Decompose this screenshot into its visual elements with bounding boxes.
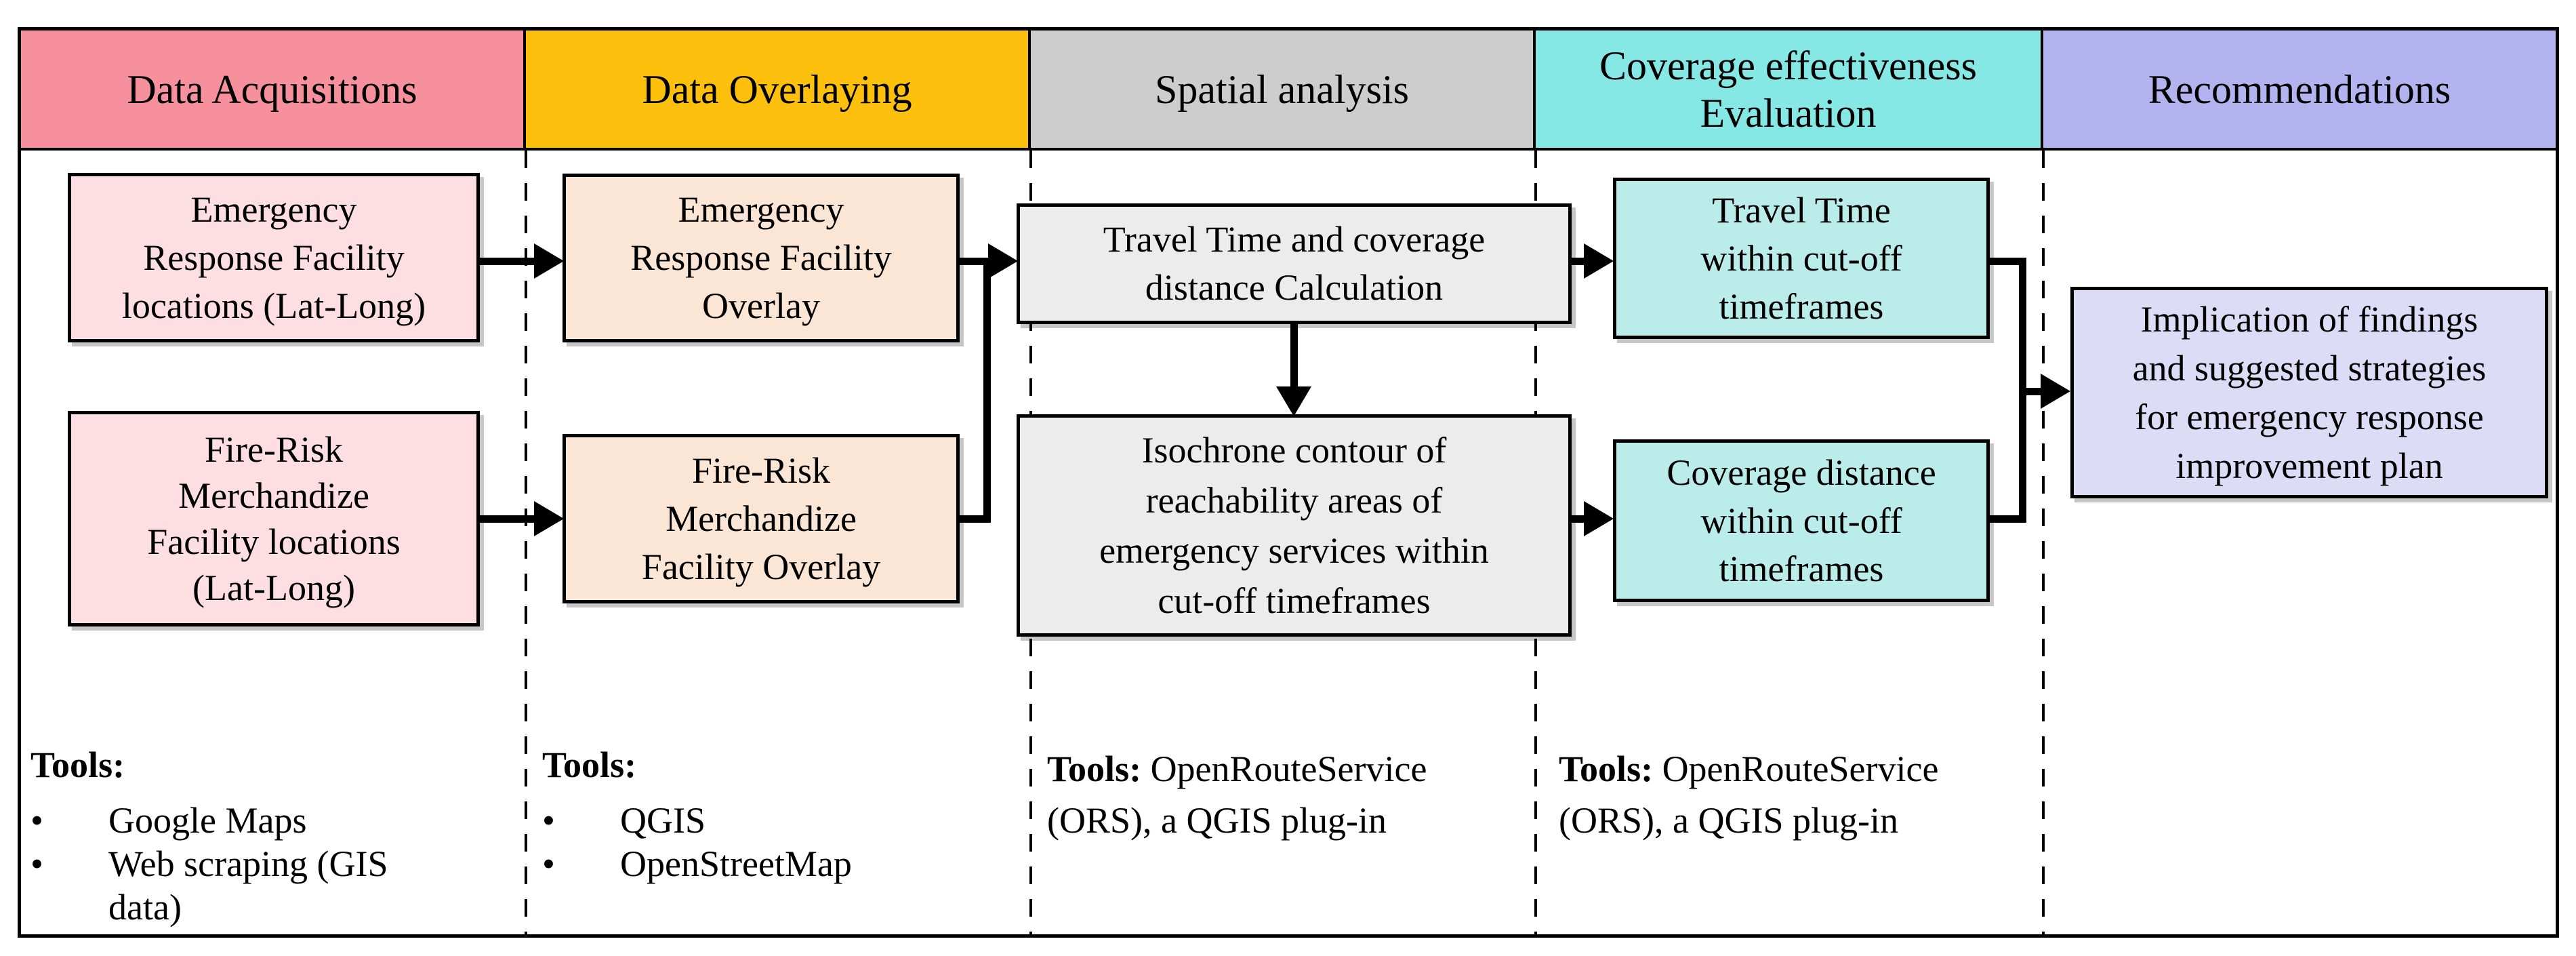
list-item: • OpenStreetMap	[542, 842, 989, 885]
box-text-line: Coverage distance	[1667, 452, 1936, 493]
connector-overlay-top-out	[960, 258, 991, 265]
header-label: Data Overlaying	[642, 66, 912, 112]
tools-label: Tools:	[1559, 749, 1654, 789]
bullet-icon: •	[542, 843, 555, 884]
header-coverage-effectiveness-evaluation: Coverage effectiveness Evaluation	[1536, 31, 2043, 148]
box-coverage-distance-within-cutoff: Coverage distance within cut-off timefra…	[1613, 439, 1990, 602]
tools-label: Tools:	[1047, 749, 1142, 789]
box-text-line: distance Calculation	[1145, 267, 1444, 308]
box-fire-risk-merchandize-facility-overlay: Fire-Risk Merchandize Facility Overlay	[563, 434, 960, 603]
header-row: Data Acquisitions Data Overlaying Spatia…	[21, 31, 2556, 151]
box-text-line: Merchandize	[178, 475, 369, 516]
bullet-icon: •	[30, 800, 43, 841]
tools-label: Tools:	[542, 744, 637, 785]
arrowhead-down-icon	[1276, 386, 1311, 416]
header-recommendations: Recommendations	[2043, 31, 2556, 148]
box-emergency-response-facility-locations: Emergency Response Facility locations (L…	[68, 173, 480, 342]
header-label: Coverage effectiveness	[1599, 43, 1977, 88]
tools-data-overlaying: Tools: • QGIS • OpenStreetMap	[542, 740, 989, 885]
tool-item: QGIS	[620, 800, 706, 841]
box-text-line: improvement plan	[2175, 445, 2443, 486]
box-text-line: within cut-off	[1700, 500, 1902, 541]
tools-text: OpenRouteService (ORS), a QGIS plug-in	[1559, 749, 1939, 841]
box-fire-risk-merchandize-facility-locations: Fire-Risk Merchandize Facility locations…	[68, 411, 480, 626]
header-label: Evaluation	[1700, 90, 1877, 136]
header-data-acquisitions: Data Acquisitions	[21, 31, 526, 148]
box-isochrone-contour-reachability: Isochrone contour of reachability areas …	[1017, 414, 1572, 637]
arrowhead-right-icon	[1584, 243, 1614, 279]
tools-data-acquisitions: Tools: • Google Maps • Web scraping (GIS…	[30, 740, 491, 929]
header-label: Data Acquisitions	[127, 66, 417, 112]
box-emergency-response-facility-overlay: Emergency Response Facility Overlay	[563, 174, 960, 342]
box-text-line: locations (Lat-Long)	[121, 285, 426, 326]
box-text-line: Fire-Risk	[691, 450, 830, 491]
box-text-line: cut-off timeframes	[1158, 580, 1431, 621]
box-text-line: Emergency	[190, 188, 357, 230]
box-text-line: and suggested strategies	[2132, 348, 2487, 389]
tools-text: OpenRouteService (ORS), a QGIS plug-in	[1047, 749, 1427, 841]
box-travel-time-within-cutoff: Travel Time within cut-off timeframes	[1613, 178, 1990, 339]
box-text-line: timeframes	[1719, 548, 1884, 589]
box-text-line: Travel Time	[1712, 189, 1891, 231]
box-text-line: (Lat-Long)	[192, 567, 355, 608]
box-text-line: Facility Overlay	[641, 546, 881, 587]
box-implication-of-findings: Implication of findings and suggested st…	[2070, 287, 2548, 498]
header-label: Recommendations	[2148, 66, 2451, 112]
header-label: Spatial analysis	[1155, 66, 1409, 112]
tool-item: Web scraping (GIS data)	[108, 843, 388, 928]
arrowhead-right-icon	[534, 243, 564, 279]
tool-item: OpenStreetMap	[620, 843, 852, 884]
tools-label: Tools:	[30, 744, 125, 785]
arrowhead-right-icon	[1584, 501, 1614, 536]
box-text-line: timeframes	[1719, 285, 1884, 327]
box-text-line: Emergency	[678, 189, 844, 230]
box-text-line: for emergency response	[2135, 397, 2484, 437]
connector-traveltime-out	[1990, 258, 2026, 265]
box-text-line: Response Facility	[143, 237, 405, 278]
connector-overlay-bottom-out	[960, 515, 991, 523]
list-item: • QGIS	[542, 799, 989, 842]
arrowhead-right-icon	[2041, 374, 2070, 409]
box-text-line: reachability areas of	[1145, 480, 1443, 521]
arrow-locations-to-overlay-bottom	[480, 515, 537, 523]
box-travel-time-coverage-distance-calculation: Travel Time and coverage distance Calcul…	[1017, 203, 1572, 324]
tool-item: Google Maps	[108, 800, 307, 841]
box-text-line: Response Facility	[630, 237, 892, 278]
arrow-calculation-to-isochrone	[1290, 324, 1298, 389]
list-item: • Google Maps	[30, 799, 491, 842]
tools-spatial-analysis: Tools: OpenRouteService (ORS), a QGIS pl…	[1047, 743, 1535, 846]
box-text-line: Merchandize	[666, 498, 857, 539]
bullet-icon: •	[542, 800, 555, 841]
arrowhead-right-icon	[988, 243, 1018, 279]
arrowhead-right-icon	[534, 501, 564, 536]
connector-to-recommendations	[2019, 388, 2042, 395]
box-text-line: Facility locations	[147, 521, 401, 562]
box-text-line: Overlay	[702, 285, 820, 326]
connector-coveragedistance-out	[1990, 515, 2026, 523]
arrow-calculation-to-traveltime	[1572, 258, 1587, 265]
header-spatial-analysis: Spatial analysis	[1031, 31, 1536, 148]
box-text-line: Travel Time and coverage	[1103, 219, 1486, 260]
bullet-icon: •	[30, 843, 43, 884]
column-divider-4	[2042, 151, 2045, 934]
box-text-line: Implication of findings	[2140, 299, 2478, 340]
arrow-locations-to-overlay-top	[480, 258, 537, 265]
column-divider-1	[525, 151, 527, 934]
box-text-line: Fire-Risk	[204, 429, 343, 470]
box-text-line: within cut-off	[1700, 237, 1902, 279]
list-item: • Web scraping (GIS data)	[30, 842, 491, 929]
box-text-line: Isochrone contour of	[1141, 430, 1447, 471]
tools-coverage-evaluation: Tools: OpenRouteService (ORS), a QGIS pl…	[1559, 743, 2047, 846]
arrow-isochrone-to-coveragedistance	[1572, 515, 1587, 523]
header-data-overlaying: Data Overlaying	[526, 31, 1031, 148]
box-text-line: emergency services within	[1099, 530, 1489, 571]
connector-overlays-merge	[983, 258, 991, 523]
diagram-border	[18, 27, 2559, 938]
